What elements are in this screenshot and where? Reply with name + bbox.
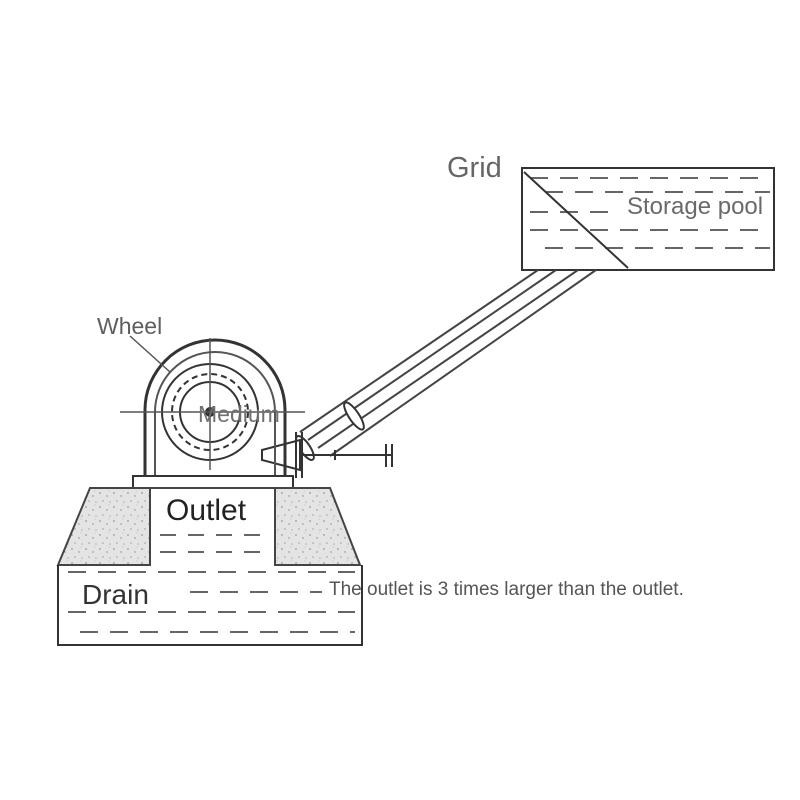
water-wheel: [120, 338, 305, 489]
outlet-note: The outlet is 3 times larger than the ou…: [329, 579, 684, 600]
drain-label: Drain: [82, 579, 149, 610]
nozzle: [261, 432, 303, 478]
grid-label: Grid: [447, 152, 502, 184]
outlet-label: Outlet: [166, 494, 247, 527]
outlet-channel: [160, 534, 268, 553]
storage-pool: [521, 167, 775, 271]
medium-label: Medium: [198, 401, 280, 427]
wheel-housing: [143, 338, 287, 478]
foundation: [56, 487, 362, 566]
penstock-pipe: [299, 269, 597, 457]
wheel-centerlines: [120, 338, 305, 470]
foundation-left: [56, 487, 151, 566]
storage-pool-water: [530, 177, 770, 249]
grid-screen: [523, 171, 629, 269]
drain-water: [68, 571, 355, 633]
wheel-label: Wheel: [97, 313, 163, 339]
storage-pool-label: Storage pool: [627, 193, 764, 220]
wheel-leader-line: [129, 335, 171, 373]
storage-pool-tank: [521, 167, 775, 271]
valve-handle: [300, 444, 393, 467]
wheel-base: [132, 475, 294, 489]
drain-basin: [57, 565, 363, 646]
pipe-flange: [295, 401, 365, 461]
foundation-right: [274, 487, 362, 566]
